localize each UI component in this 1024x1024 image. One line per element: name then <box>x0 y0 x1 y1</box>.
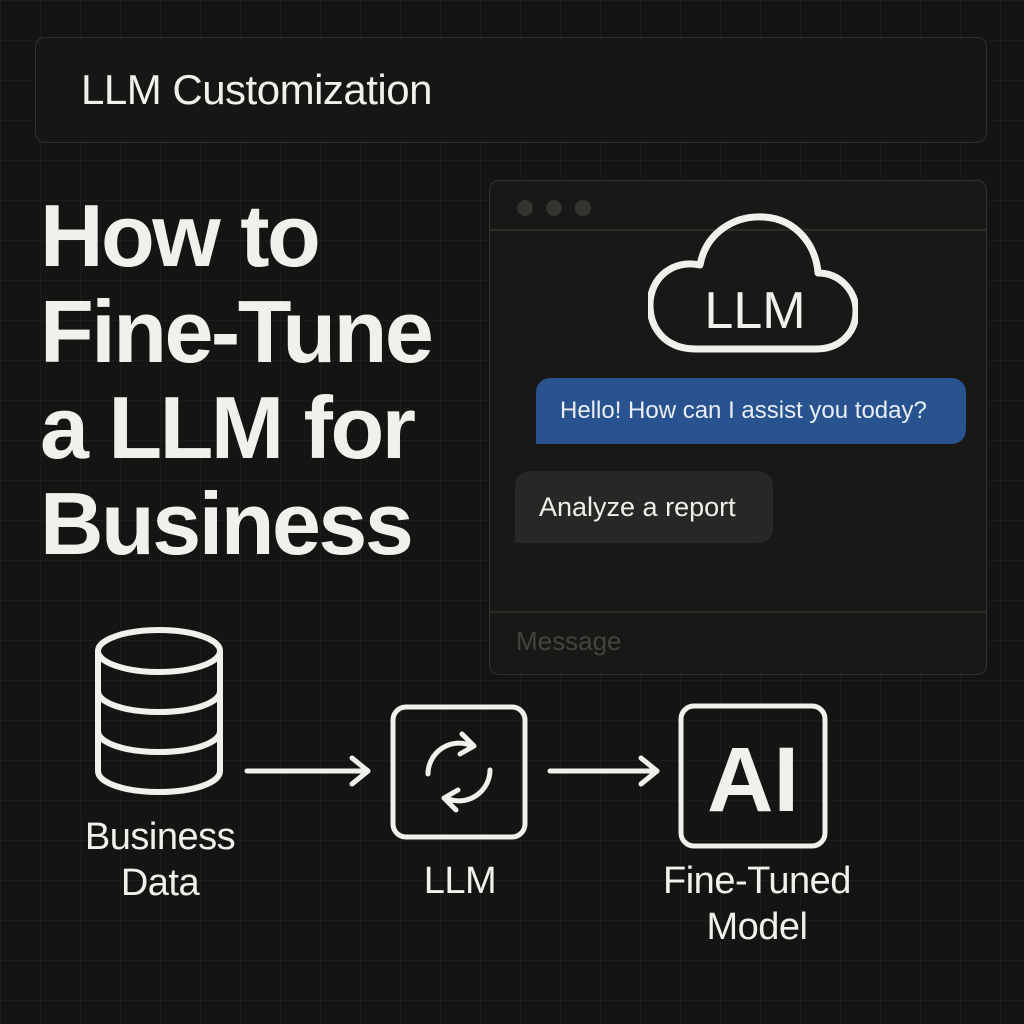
llm-label: LLM <box>380 858 540 904</box>
flow-label-line: LLM <box>423 860 497 902</box>
flow-label-line: Model <box>706 906 809 948</box>
cloud-icon: LLM <box>648 213 858 353</box>
arrow-right-icon <box>244 755 371 787</box>
input-divider <box>490 611 986 613</box>
database-icon <box>95 627 223 795</box>
headline: How to Fine-Tune a LLM for Business <box>40 188 480 572</box>
headline-line: How to <box>40 186 321 285</box>
headline-line: Fine-Tune <box>40 282 434 381</box>
flow-label-line: Business <box>84 816 236 858</box>
titlebar-divider <box>490 229 986 231</box>
flow-label-line: Fine-Tuned <box>663 860 851 902</box>
business-data-label: Business Data <box>60 814 260 906</box>
arrow-right-icon <box>547 755 660 787</box>
window-dot-close[interactable] <box>517 200 533 216</box>
cloud-logo-text: LLM <box>704 282 805 340</box>
user-message-bubble: Analyze a report <box>515 471 773 543</box>
headline-line: a LLM for <box>40 378 416 477</box>
window-dot-maximize[interactable] <box>575 200 591 216</box>
fine-tuned-model-label: Fine-Tuned Model <box>632 858 882 950</box>
chat-window: LLM Hello! How can I assist you today? A… <box>489 180 987 675</box>
headline-line: Business <box>40 474 414 573</box>
header-bar: LLM Customization <box>35 37 987 143</box>
assistant-message-bubble: Hello! How can I assist you today? <box>536 378 966 444</box>
ai-badge-text: AI <box>707 729 799 831</box>
window-dot-minimize[interactable] <box>546 200 562 216</box>
refresh-cycle-icon <box>390 704 528 840</box>
ai-badge-icon: AI <box>678 703 828 849</box>
message-input[interactable] <box>504 617 986 665</box>
flow-label-line: Data <box>120 862 200 904</box>
window-controls <box>517 200 591 216</box>
header-title: LLM Customization <box>81 66 432 113</box>
